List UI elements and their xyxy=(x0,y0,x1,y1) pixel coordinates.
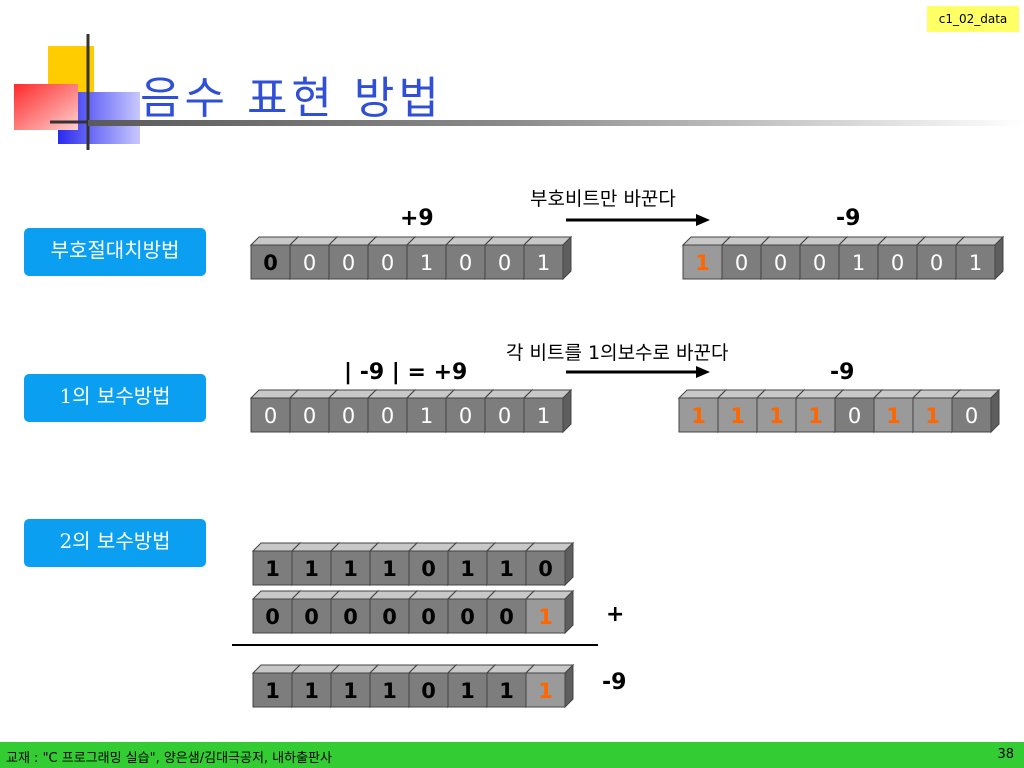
bit-value: 1 xyxy=(695,251,710,275)
bit-value: 0 xyxy=(421,557,436,581)
row2-abs-label: | -9 | = +9 xyxy=(344,360,468,385)
row2-arrow-text: 각 비트를 1의보수로 바꾼다 xyxy=(506,342,729,364)
row1-arrow-text: 부호비트만 바꾼다 xyxy=(530,188,676,210)
row1-minus9-label: -9 xyxy=(836,206,861,231)
bit-value: 1 xyxy=(537,404,550,428)
bit-value: 1 xyxy=(537,251,550,275)
bit-value: 0 xyxy=(421,679,436,703)
bit-value: 1 xyxy=(265,557,280,581)
bit-value: 0 xyxy=(891,251,904,275)
bit-value: 0 xyxy=(498,251,511,275)
bit-value: 1 xyxy=(691,404,706,428)
bit-value: 0 xyxy=(538,557,553,581)
bit-value: 0 xyxy=(930,251,943,275)
bit-value: 0 xyxy=(265,605,280,629)
bit-value: 1 xyxy=(808,404,823,428)
bit-value: 1 xyxy=(499,557,514,581)
bit-value: 0 xyxy=(735,251,748,275)
row1-plus9-label: +9 xyxy=(400,206,434,231)
sum-divider-line xyxy=(232,644,598,646)
bit-value: 0 xyxy=(460,605,475,629)
bit-value: 0 xyxy=(342,251,355,275)
bit-value: 0 xyxy=(382,605,397,629)
row3-plus-sign: + xyxy=(606,602,625,627)
bit-value: 1 xyxy=(382,679,397,703)
bit-value: 0 xyxy=(303,251,316,275)
bit-value: 0 xyxy=(263,251,278,275)
row2-arrow-icon xyxy=(566,366,710,378)
page-title: 음수 표현 방법 xyxy=(140,73,443,124)
bit-value: 0 xyxy=(342,404,355,428)
bit-value: 1 xyxy=(538,679,553,703)
bit-value: 0 xyxy=(498,404,511,428)
bit-value: 0 xyxy=(304,605,319,629)
slide-tag: c1_02_data xyxy=(927,6,1019,32)
bit-value: 0 xyxy=(774,251,787,275)
bit-value: 1 xyxy=(420,251,433,275)
bit-value: 0 xyxy=(421,605,436,629)
bit-value: 1 xyxy=(460,557,475,581)
bit-value: 0 xyxy=(381,404,394,428)
row2-positive-bits: 0 0 0 0 1 0 0 1 xyxy=(249,388,573,434)
row1-negative-bits: 1 0 0 0 1 0 0 1 xyxy=(681,235,1005,281)
row1-arrow-icon xyxy=(566,214,710,226)
bit-value: 0 xyxy=(499,605,514,629)
bit-value: 1 xyxy=(265,679,280,703)
row2-minus9-label: -9 xyxy=(830,360,855,385)
bit-value: 0 xyxy=(965,404,978,428)
ones-complement-method-button[interactable]: 1의 보수방법 xyxy=(24,374,206,422)
bit-value: 0 xyxy=(848,404,861,428)
bit-value: 1 xyxy=(852,251,865,275)
bit-value: 1 xyxy=(420,404,433,428)
bit-value: 1 xyxy=(769,404,784,428)
bit-value: 1 xyxy=(925,404,940,428)
row1-positive-bits: 0 0 0 0 1 0 0 1 xyxy=(249,235,573,281)
sign-magnitude-method-button[interactable]: 부호절대치방법 xyxy=(24,228,206,276)
bit-value: 1 xyxy=(304,557,319,581)
footer-source: 교재 : "C 프로그래밍 실습", 양은샘/김대극공저, 내하출판사 xyxy=(6,751,332,766)
bit-value: 1 xyxy=(538,605,553,629)
bit-value: 1 xyxy=(304,679,319,703)
bit-value: 0 xyxy=(343,605,358,629)
row3-minus9-label: -9 xyxy=(602,670,627,695)
bit-value: 1 xyxy=(969,251,982,275)
bit-value: 1 xyxy=(460,679,475,703)
bit-value: 0 xyxy=(264,404,277,428)
decorative-squares-logo xyxy=(14,34,142,150)
bit-value: 1 xyxy=(343,679,358,703)
twos-complement-method-button[interactable]: 2의 보수방법 xyxy=(24,519,206,567)
bit-value: 1 xyxy=(382,557,397,581)
bit-value: 1 xyxy=(343,557,358,581)
bit-value: 0 xyxy=(303,404,316,428)
bit-value: 0 xyxy=(813,251,826,275)
title-underline xyxy=(88,120,1024,126)
bit-value: 0 xyxy=(459,404,472,428)
bit-value: 1 xyxy=(499,679,514,703)
bit-value: 1 xyxy=(730,404,745,428)
bit-value: 1 xyxy=(886,404,901,428)
footer-bar: 교재 : "C 프로그래밍 실습", 양은샘/김대극공저, 내하출판사 38 xyxy=(0,742,1024,768)
page-number: 38 xyxy=(997,747,1014,762)
bit-value: 0 xyxy=(459,251,472,275)
bit-value: 0 xyxy=(381,251,394,275)
